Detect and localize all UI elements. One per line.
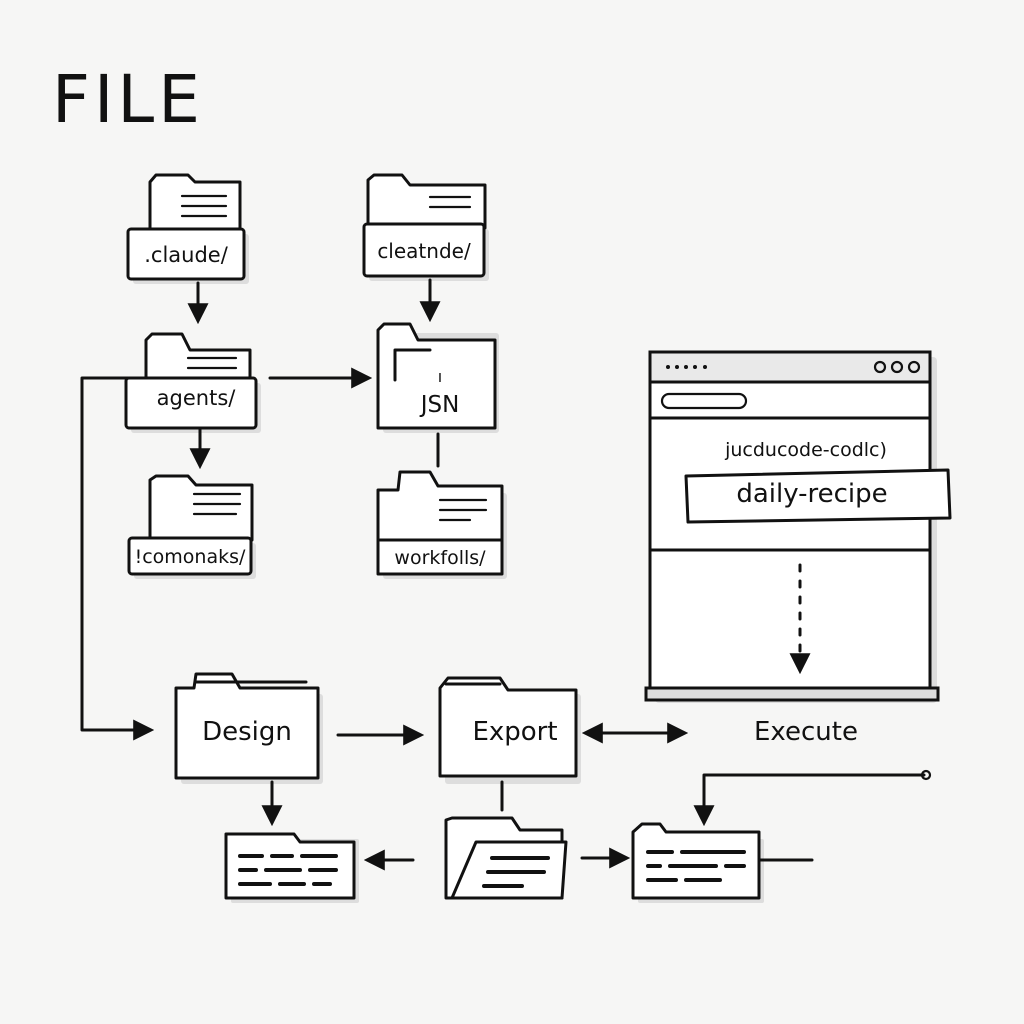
commands-folder-label: !comonaks/ [135, 546, 246, 568]
cleatnde-folder[interactable]: cleatnde/ [362, 173, 489, 281]
arrow-icon [80, 376, 155, 741]
window-control[interactable] [907, 360, 921, 374]
export-label: Export [472, 717, 557, 747]
export-open-folder[interactable] [444, 816, 568, 900]
browser-path-text: jucducode-codlc) [724, 439, 887, 461]
workflows-folder-label: workfolls/ [394, 547, 486, 569]
address-bar[interactable] [660, 392, 748, 410]
document-icon [224, 832, 356, 900]
folder-icon [438, 676, 578, 778]
json-folder-label: JSN [419, 392, 460, 418]
claude-folder[interactable]: .claude/ [126, 173, 249, 284]
export-step[interactable]: Export [438, 676, 581, 784]
connector-end [920, 769, 932, 781]
document-icon [192, 492, 242, 516]
execute-label: Execute [754, 717, 858, 747]
document-icon [631, 822, 761, 900]
page-title: FILE [52, 61, 204, 138]
document-icon [186, 356, 238, 370]
recipe-banner[interactable] [684, 468, 952, 524]
execute-document[interactable] [631, 822, 764, 903]
json-folder[interactable]: ı JSN [376, 322, 499, 433]
cleatnde-folder-label: cleatnde/ [377, 239, 471, 263]
claude-folder-label: .claude/ [144, 243, 228, 267]
workflows-folder[interactable]: workfolls/ [376, 470, 507, 579]
agents-folder-label: agents/ [157, 386, 237, 410]
design-step[interactable]: Design [174, 672, 323, 784]
folder-icon [148, 474, 254, 542]
agents-folder[interactable]: agents/ [124, 332, 261, 433]
document-icon [438, 498, 488, 522]
json-folder-mark: ı [438, 367, 442, 386]
folder-icon [148, 173, 242, 234]
window-dots [666, 365, 707, 369]
browser-window-icon: jucducode-codlc) daily-recipe [644, 350, 952, 703]
document-icon [428, 195, 472, 209]
recipe-banner-label: daily-recipe [736, 479, 887, 509]
folder-icon [174, 672, 320, 780]
folder-icon [376, 470, 504, 576]
design-label: Design [202, 717, 292, 747]
document-icon [180, 194, 228, 218]
arrow-icon [693, 773, 926, 827]
design-document[interactable] [224, 832, 359, 903]
folder-icon [144, 332, 252, 380]
window-control[interactable] [890, 360, 904, 374]
window-control[interactable] [873, 360, 887, 374]
folder-icon [366, 173, 487, 230]
commands-folder[interactable]: !comonaks/ [127, 474, 256, 579]
